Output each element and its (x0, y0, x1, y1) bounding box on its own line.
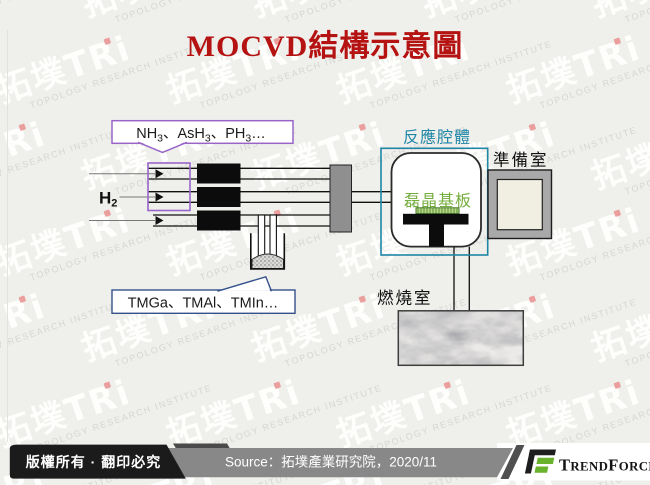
organic-source-callout: TMGa、TMAl、TMIn… (111, 275, 296, 314)
page-title: MOCVD結構示意圖 (186, 30, 464, 63)
combustion-room (397, 310, 525, 367)
trendforce-logo-icon (524, 449, 556, 474)
trendforce-logo-text: TRENDFORCE (559, 455, 650, 474)
valve-blocks (197, 163, 241, 231)
hydride-gas-callout: NH3、AsH3、PH3… (111, 119, 294, 154)
organic-source-label: TMGa、TMAl、TMIn… (128, 296, 279, 312)
slide-edge-line (7, 30, 8, 442)
substrate-label: 磊晶基板 (404, 192, 472, 210)
footer-bar: 版權所有 · 翻印必究 Source：拓墣產業研究院，2020/11 TREND… (9, 443, 650, 481)
exhaust-pipe (453, 246, 470, 311)
footer-slash (500, 445, 525, 479)
susceptor (403, 213, 469, 247)
gas-pipes (148, 167, 392, 227)
copyright-text: 版權所有 · 翻印必究 (26, 454, 161, 470)
prep-room-label: 準備室 (493, 151, 549, 170)
flow-arrow-icons (155, 169, 164, 225)
reaction-chamber-label: 反應腔體 (403, 128, 471, 147)
mixing-manifold (329, 164, 352, 233)
bubbler (250, 214, 286, 270)
bubbler-liquid (251, 253, 284, 269)
gas-inlet-leader-lines (89, 173, 155, 221)
copyright-ribbon (9, 444, 186, 479)
source-text: Source：拓墣產業研究院，2020/11 (225, 454, 437, 470)
hydride-inlet-highlight (147, 162, 191, 212)
substrate-wafer (415, 207, 460, 215)
combustion-room-label: 燃燒室 (377, 289, 433, 308)
h2-label: H2 (99, 189, 117, 210)
prep-room (487, 169, 553, 240)
